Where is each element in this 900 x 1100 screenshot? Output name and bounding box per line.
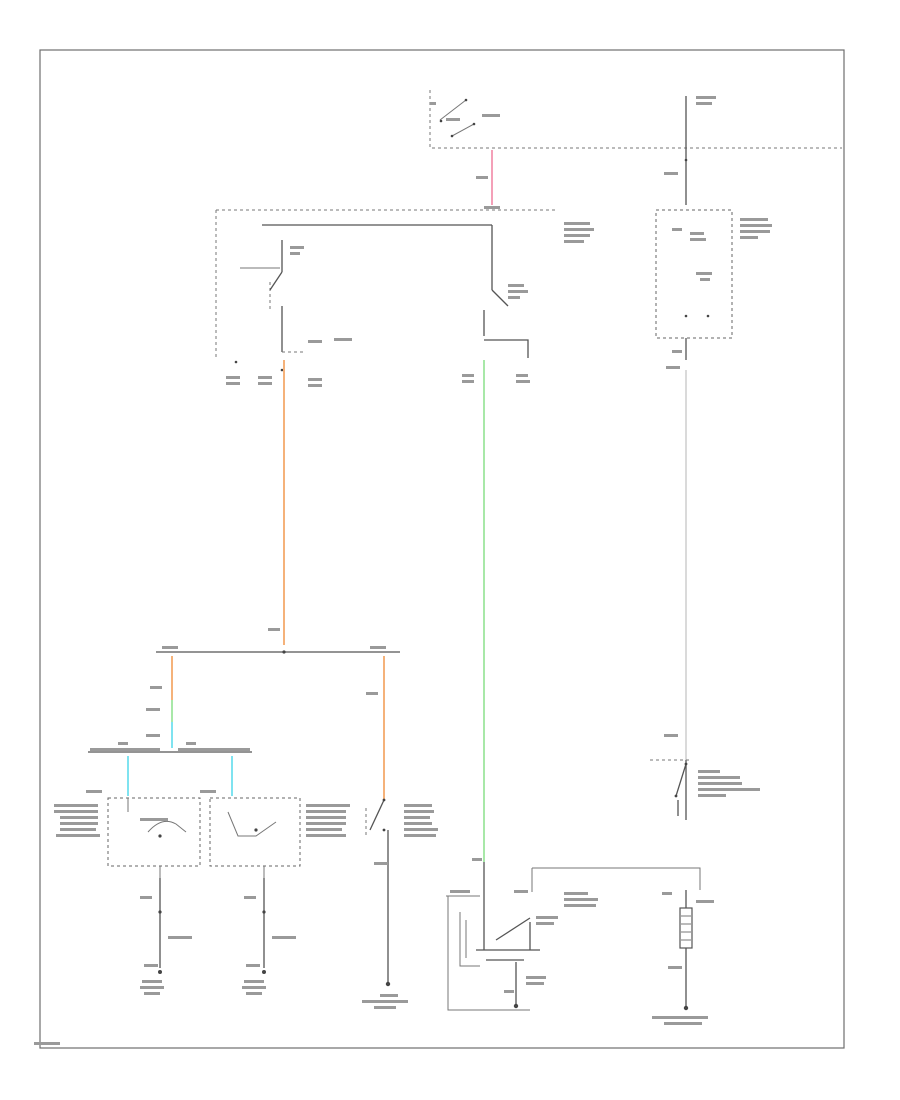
clutch-switch	[362, 798, 438, 1009]
right-relay-box	[655, 209, 772, 369]
corner-mark	[34, 1042, 60, 1045]
center-relay-switch	[462, 225, 530, 383]
fuse-junction	[215, 206, 594, 360]
connector-bar	[88, 742, 252, 753]
battery-feed	[664, 96, 716, 205]
ignition-switch	[429, 90, 842, 149]
sensor-box-left	[54, 790, 201, 878]
lower-bus	[156, 646, 400, 654]
sensor-ground-left	[140, 878, 192, 995]
diagram-border	[39, 49, 845, 1049]
starter-motor	[652, 760, 714, 1025]
starter-assembly	[446, 858, 701, 1011]
sensor-ground-right	[242, 878, 296, 995]
left-fuse-switch	[226, 240, 352, 387]
neutral-switch	[650, 734, 760, 816]
sensor-box-right	[200, 790, 350, 878]
